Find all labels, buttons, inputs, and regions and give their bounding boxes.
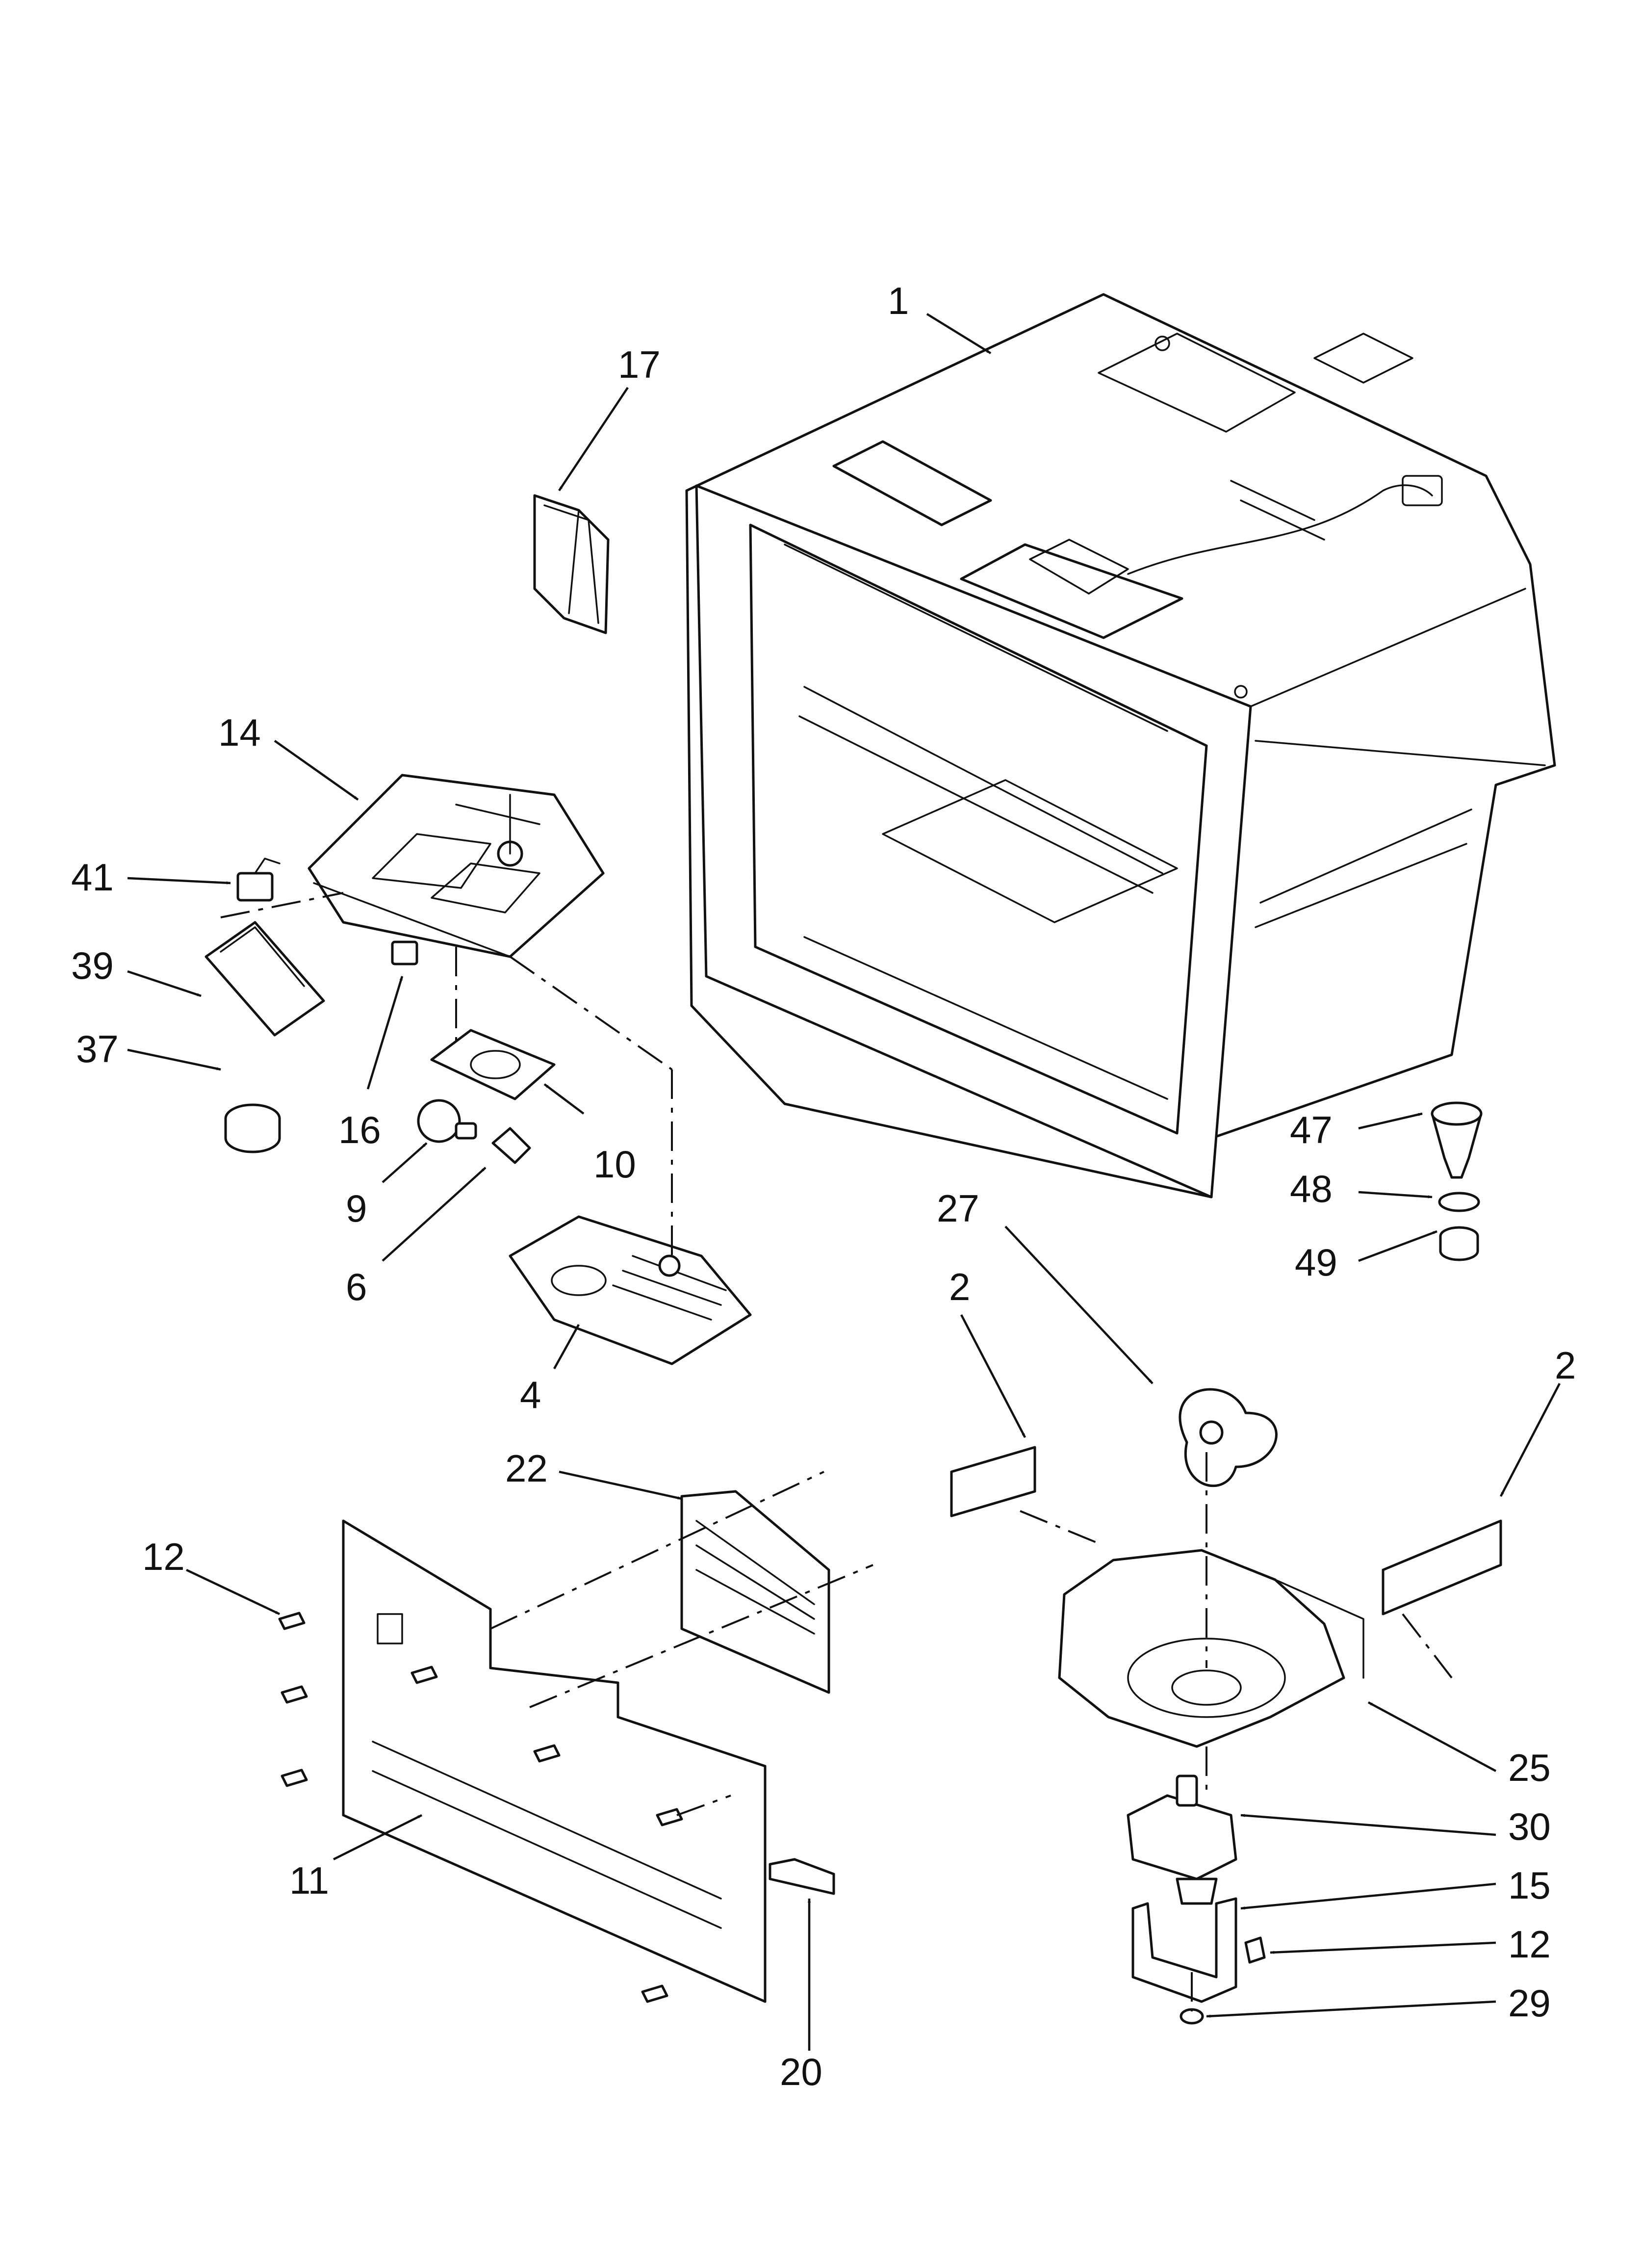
callout-15: 15 — [1508, 1864, 1551, 1907]
leader-arrows — [127, 313, 1561, 2051]
callout-14: 14 — [218, 711, 261, 754]
part-17-filter-cover — [533, 494, 610, 634]
part-9-bulb — [417, 1099, 477, 1143]
part-12-screw-motor — [1244, 1936, 1266, 1964]
part-4-lens-cover — [509, 1215, 752, 1365]
part-39-bracket — [205, 921, 325, 1037]
part-20-seal-strip — [769, 1858, 835, 1895]
callout-25: 25 — [1508, 1746, 1551, 1789]
part-16-clip — [391, 940, 418, 965]
callout-1: 1 — [888, 279, 909, 322]
callout-2-right: 2 — [1555, 1344, 1576, 1387]
callout-29: 29 — [1508, 1981, 1551, 2025]
part-6-socket — [491, 1127, 531, 1164]
part-12-screws — [278, 1612, 683, 2003]
callout-47: 47 — [1290, 1108, 1333, 1151]
part-30-fan-motor — [1127, 1774, 1237, 1905]
callout-4: 4 — [520, 1373, 541, 1416]
callout-48: 48 — [1290, 1167, 1333, 1210]
callout-22: 22 — [505, 1447, 548, 1490]
part-48-o-ring — [1438, 1192, 1480, 1212]
part-41-switch — [236, 858, 281, 902]
callout-37: 37 — [76, 1027, 119, 1070]
assembly-lines — [220, 892, 1453, 2011]
callout-49: 49 — [1295, 1241, 1337, 1284]
part-29-grommet — [1180, 2008, 1204, 2025]
part-1-liner — [685, 293, 1556, 1199]
part-2-insulation-right — [1382, 1519, 1502, 1616]
part-10-light-housing — [430, 1029, 556, 1100]
callout-16: 16 — [338, 1108, 381, 1151]
part-2-insulation-left — [950, 1446, 1036, 1517]
callout-10: 10 — [593, 1143, 636, 1186]
part-49-cap — [1439, 1226, 1479, 1261]
callout-12-right: 12 — [1508, 1923, 1551, 1966]
callout-12-left: 12 — [142, 1535, 185, 1578]
callout-20: 20 — [780, 2050, 822, 2093]
callout-9: 9 — [346, 1187, 367, 1230]
callout-6: 6 — [346, 1265, 367, 1308]
part-14-control-housing — [308, 774, 605, 958]
callout-17: 17 — [618, 343, 661, 386]
callout-41: 41 — [71, 856, 114, 899]
part-15-motor-bracket — [1131, 1897, 1237, 2003]
part-25-fan-shroud — [1058, 1549, 1364, 1748]
callout-labels: 1 17 14 41 39 37 16 10 9 6 4 22 12 11 20… — [71, 279, 1576, 2093]
callout-11: 11 — [289, 1859, 329, 1902]
part-27-fan-blade — [1179, 1388, 1278, 1487]
callout-27: 27 — [937, 1187, 979, 1230]
part-22-evaporator-cover — [680, 1490, 830, 1694]
callout-30: 30 — [1508, 1805, 1551, 1848]
callout-2-left: 2 — [949, 1265, 970, 1308]
callout-39: 39 — [71, 944, 114, 987]
part-47-cup — [1431, 1101, 1483, 1179]
part-37-knob — [224, 1103, 281, 1153]
